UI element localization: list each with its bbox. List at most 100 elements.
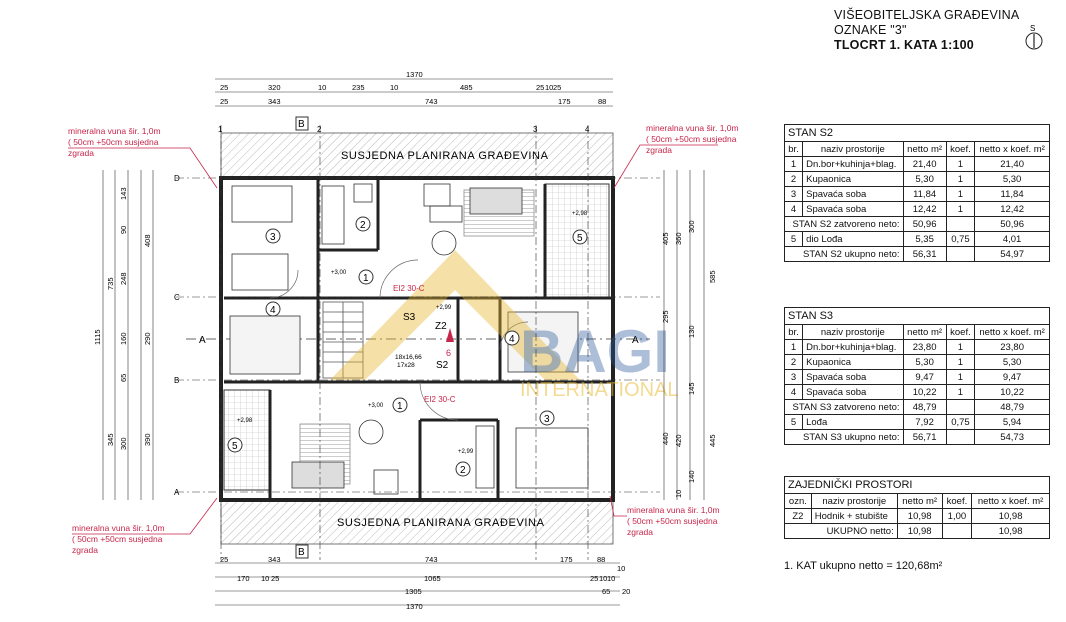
- dim-lines-side: [102, 170, 705, 500]
- svg-text:405: 405: [661, 232, 670, 245]
- stan-s2-table: STAN S2 br. naziv prostorije netto m² ko…: [783, 124, 1050, 262]
- neighbor-zone-top: [220, 132, 614, 179]
- svg-text:445: 445: [708, 434, 717, 447]
- svg-text:mineralna vuna šir. 1,0m: mineralna vuna šir. 1,0m: [68, 126, 161, 136]
- svg-text:360: 360: [674, 232, 683, 245]
- title-line-3: TLOCRT 1. KATA 1:100: [834, 38, 974, 52]
- common-caption: ZAJEDNIČKI PROSTORI: [784, 476, 1050, 494]
- svg-text:90: 90: [119, 226, 128, 234]
- svg-text:440: 440: [661, 432, 670, 445]
- svg-text:343: 343: [268, 97, 281, 106]
- svg-text:zgrada: zgrada: [72, 545, 98, 555]
- svg-text:1: 1: [363, 273, 369, 284]
- svg-text:2: 2: [317, 125, 322, 134]
- svg-text:3: 3: [544, 414, 550, 425]
- svg-text:10: 10: [599, 574, 607, 583]
- watermark-logo: BAGI INTERNATIONAL: [330, 250, 679, 401]
- svg-text:175: 175: [558, 97, 571, 106]
- svg-text:300: 300: [119, 437, 128, 450]
- svg-text:295: 295: [661, 310, 670, 323]
- svg-text:408: 408: [143, 234, 152, 247]
- interior-walls: [224, 180, 612, 498]
- watermark-sub: INTERNATIONAL: [520, 379, 679, 401]
- svg-text:25: 25: [553, 83, 561, 92]
- svg-text:170: 170: [237, 574, 250, 583]
- svg-text:343: 343: [268, 555, 281, 564]
- svg-text:10: 10: [617, 564, 625, 573]
- svg-text:+2,98: +2,98: [572, 211, 588, 217]
- svg-text:485: 485: [460, 83, 473, 92]
- svg-text:735: 735: [106, 277, 115, 290]
- svg-text:10: 10: [318, 83, 326, 92]
- stan-s3-table: STAN S3 br. naziv prostorije netto m² ko…: [783, 307, 1050, 445]
- svg-text:+2,99: +2,99: [436, 305, 452, 311]
- svg-text:1065: 1065: [424, 574, 441, 583]
- svg-text:4: 4: [509, 334, 515, 345]
- svg-text:743: 743: [425, 555, 438, 564]
- svg-text:B: B: [298, 547, 305, 558]
- svg-text:1115: 1115: [93, 329, 102, 345]
- svg-text:25: 25: [590, 574, 598, 583]
- svg-text:88: 88: [597, 555, 605, 564]
- title-line-2: OZNAKE "3": [834, 23, 907, 37]
- door-swings: [269, 259, 529, 421]
- common-spaces-table: ZAJEDNIČKI PROSTORI ozn. naziv prostorij…: [784, 476, 1050, 539]
- svg-text:1370: 1370: [406, 602, 423, 611]
- svg-text:B: B: [174, 376, 179, 385]
- svg-text:1370: 1370: [406, 70, 423, 79]
- stair-s2-label: S2: [436, 360, 449, 371]
- svg-text:585: 585: [708, 270, 717, 283]
- furniture: [229, 183, 589, 495]
- svg-text:B: B: [298, 119, 305, 130]
- watermark-brand: BAGI: [520, 318, 670, 385]
- door-top-rating: EI2 30-C: [393, 284, 425, 293]
- svg-text:1305: 1305: [405, 587, 422, 596]
- insulation-notes: mineralna vuna šir. 1,0m ( 50cm +50cm su…: [68, 123, 739, 555]
- svg-text:420: 420: [674, 434, 683, 447]
- svg-text:65: 65: [602, 587, 610, 596]
- svg-text:345: 345: [106, 433, 115, 446]
- svg-text:290: 290: [143, 332, 152, 345]
- section-b-marks: B B: [295, 116, 309, 559]
- svg-text:248: 248: [119, 272, 128, 285]
- svg-text:130: 130: [687, 325, 696, 338]
- dim-lines-top: [215, 78, 620, 606]
- svg-text:300: 300: [687, 220, 696, 233]
- stair-s3-label: S3: [403, 312, 416, 323]
- neighbor-top-label: SUSJEDNA PLANIRANA GRAĐEVINA: [341, 150, 549, 162]
- svg-text:zgrada: zgrada: [68, 148, 94, 158]
- svg-text:25: 25: [271, 574, 279, 583]
- stan-s2-caption: STAN S2: [784, 124, 1050, 142]
- svg-text:1: 1: [218, 125, 223, 134]
- svg-text:65: 65: [119, 374, 128, 382]
- svg-text:5: 5: [577, 233, 583, 244]
- svg-text:25: 25: [220, 555, 228, 564]
- svg-text:143: 143: [119, 187, 128, 200]
- svg-text:145: 145: [687, 382, 696, 395]
- svg-text:10: 10: [261, 574, 269, 583]
- svg-text:25: 25: [220, 97, 228, 106]
- svg-text:mineralna vuna šir. 1,0m: mineralna vuna šir. 1,0m: [646, 123, 739, 133]
- grid-axes: [176, 125, 660, 560]
- door-bottom-rating: EI2 30-C: [424, 395, 456, 404]
- section-a-left: A: [199, 335, 206, 346]
- svg-text:1: 1: [397, 401, 403, 412]
- svg-text:20: 20: [622, 587, 630, 596]
- svg-text:+3,00: +3,00: [331, 270, 347, 276]
- svg-text:( 50cm +50cm susjedna: ( 50cm +50cm susjedna: [627, 516, 718, 526]
- svg-text:160: 160: [119, 332, 128, 345]
- dim-text-side: 1115 735 345 408 290 390 143 90 248 160 …: [93, 187, 717, 498]
- entry-arrow-icon: [446, 328, 454, 342]
- north-arrow-icon: S: [1025, 24, 1043, 50]
